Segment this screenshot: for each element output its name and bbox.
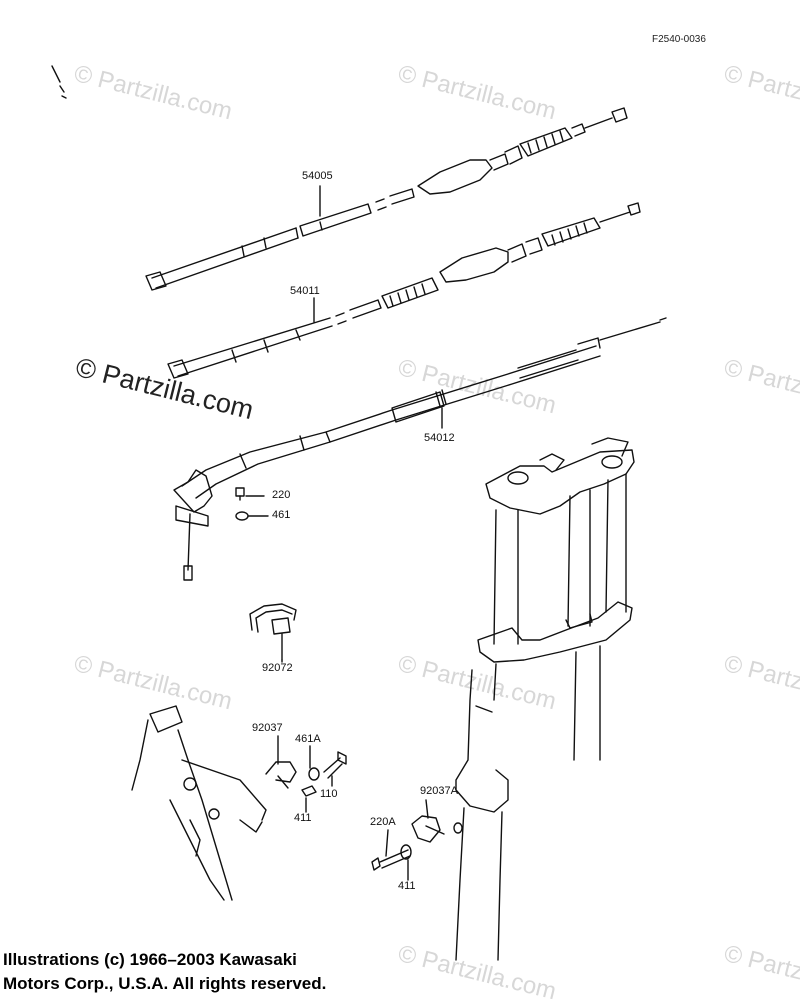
clip-92037A: [411, 815, 445, 843]
clutch-cable-54005: [145, 107, 628, 291]
clip-92037: [265, 761, 297, 789]
callout-411-lower: 411: [398, 880, 416, 892]
screw-220A: [371, 849, 411, 871]
callout-461: 461: [272, 509, 291, 521]
copyright-line-1: Illustrations (c) 1966–2003 Kawasaki: [3, 950, 297, 969]
figure-code: F2540-0036: [652, 34, 706, 45]
clutch-cable-54011: [167, 202, 641, 379]
callout-110: 110: [320, 788, 338, 800]
throttle-cable-54012: [173, 317, 667, 581]
frame-head: [131, 705, 267, 901]
callout-54011: 54011: [290, 285, 320, 297]
callout-220: 220: [272, 489, 291, 501]
callout-92037: 92037: [252, 722, 283, 734]
callout-92037A: 92037A: [420, 785, 458, 797]
washer-461: [235, 511, 249, 521]
bolt-110: [323, 751, 347, 779]
copyright-line-2: Motors Corp., U.S.A. All rights reserved…: [3, 974, 327, 993]
front-fork: [455, 437, 635, 961]
callout-220A: 220A: [370, 816, 396, 828]
nut-411b: [400, 844, 412, 860]
clamp-92072: [249, 603, 297, 661]
callout-461A: 461A: [295, 733, 321, 745]
callout-54012: 54012: [424, 432, 455, 444]
callout-92072: 92072: [262, 662, 293, 674]
callout-411: 411: [294, 812, 312, 824]
screw-220: [235, 487, 245, 501]
nut-411: [301, 785, 317, 797]
callout-54005: 54005: [302, 170, 333, 182]
copyright-notice: Illustrations (c) 1966–2003 Kawasaki Mot…: [3, 948, 326, 996]
washer-461A: [308, 767, 320, 781]
